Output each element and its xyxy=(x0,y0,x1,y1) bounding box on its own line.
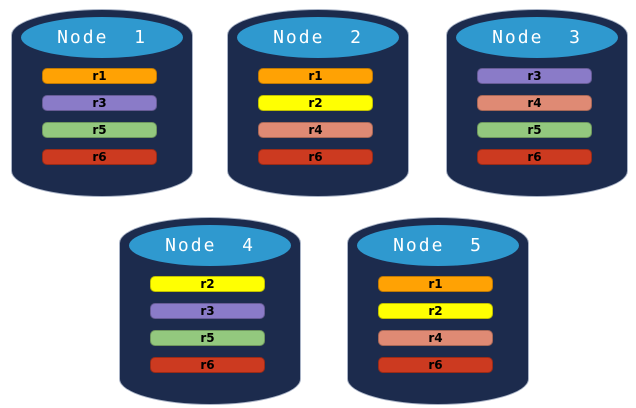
replica-bar-r6: r6 xyxy=(378,357,493,373)
replica-label: r1 xyxy=(428,277,443,291)
replica-bar-r6: r6 xyxy=(477,149,592,165)
replica-bar-r5: r5 xyxy=(42,122,157,138)
replica-bars: r1 r2 r4 r6 xyxy=(228,10,408,196)
replica-label: r2 xyxy=(428,304,443,318)
node-label: Node 5 xyxy=(393,235,483,256)
database-cylinder-top: Node 3 xyxy=(456,17,618,58)
replica-label: r2 xyxy=(308,96,323,110)
replica-bar-r4: r4 xyxy=(258,122,373,138)
replica-label: r1 xyxy=(92,69,107,83)
replica-bar-r3: r3 xyxy=(42,95,157,111)
replica-bar-r3: r3 xyxy=(150,303,265,319)
node-2: Node 2 r1 r2 r4 r6 xyxy=(228,10,408,196)
database-cylinder-top: Node 5 xyxy=(357,225,519,266)
replica-label: r6 xyxy=(428,358,443,372)
replica-bar-r3: r3 xyxy=(477,68,592,84)
replica-label: r1 xyxy=(308,69,323,83)
node-4: Node 4 r2 r3 r5 r6 xyxy=(120,218,300,404)
database-cylinder-top: Node 2 xyxy=(237,17,399,58)
replica-bar-r2: r2 xyxy=(378,303,493,319)
replica-bar-r6: r6 xyxy=(150,357,265,373)
node-1: Node 1 r1 r3 r5 r6 xyxy=(12,10,192,196)
replica-label: r3 xyxy=(527,69,542,83)
replica-bar-r4: r4 xyxy=(477,95,592,111)
replica-label: r5 xyxy=(527,123,542,137)
replica-label: r4 xyxy=(308,123,323,137)
node-5: Node 5 r1 r2 r4 r6 xyxy=(348,218,528,404)
replica-label: r5 xyxy=(92,123,107,137)
database-cylinder-top: Node 1 xyxy=(21,17,183,58)
replica-bars: r3 r4 r5 r6 xyxy=(447,10,627,196)
replica-label: r3 xyxy=(92,96,107,110)
replica-bar-r5: r5 xyxy=(150,330,265,346)
node-3: Node 3 r3 r4 r5 r6 xyxy=(447,10,627,196)
replica-bar-r4: r4 xyxy=(378,330,493,346)
replica-label: r6 xyxy=(200,358,215,372)
replica-bars: r1 r3 r5 r6 xyxy=(12,10,192,196)
replica-bar-r6: r6 xyxy=(42,149,157,165)
replica-bar-r2: r2 xyxy=(150,276,265,292)
replica-label: r2 xyxy=(200,277,215,291)
replica-label: r4 xyxy=(527,96,542,110)
replica-label: r4 xyxy=(428,331,443,345)
replica-bars: r2 r3 r5 r6 xyxy=(120,218,300,404)
node-label: Node 1 xyxy=(57,27,147,48)
replica-bar-r6: r6 xyxy=(258,149,373,165)
node-label: Node 2 xyxy=(273,27,363,48)
replica-bar-r1: r1 xyxy=(42,68,157,84)
replica-bar-r1: r1 xyxy=(378,276,493,292)
replica-bar-r1: r1 xyxy=(258,68,373,84)
replica-label: r6 xyxy=(308,150,323,164)
replica-bars: r1 r2 r4 r6 xyxy=(348,218,528,404)
database-cylinder-top: Node 4 xyxy=(129,225,291,266)
replica-bar-r5: r5 xyxy=(477,122,592,138)
replica-label: r6 xyxy=(92,150,107,164)
replica-bar-r2: r2 xyxy=(258,95,373,111)
replica-label: r6 xyxy=(527,150,542,164)
node-label: Node 3 xyxy=(492,27,582,48)
replica-label: r3 xyxy=(200,304,215,318)
replica-label: r5 xyxy=(200,331,215,345)
node-label: Node 4 xyxy=(165,235,255,256)
